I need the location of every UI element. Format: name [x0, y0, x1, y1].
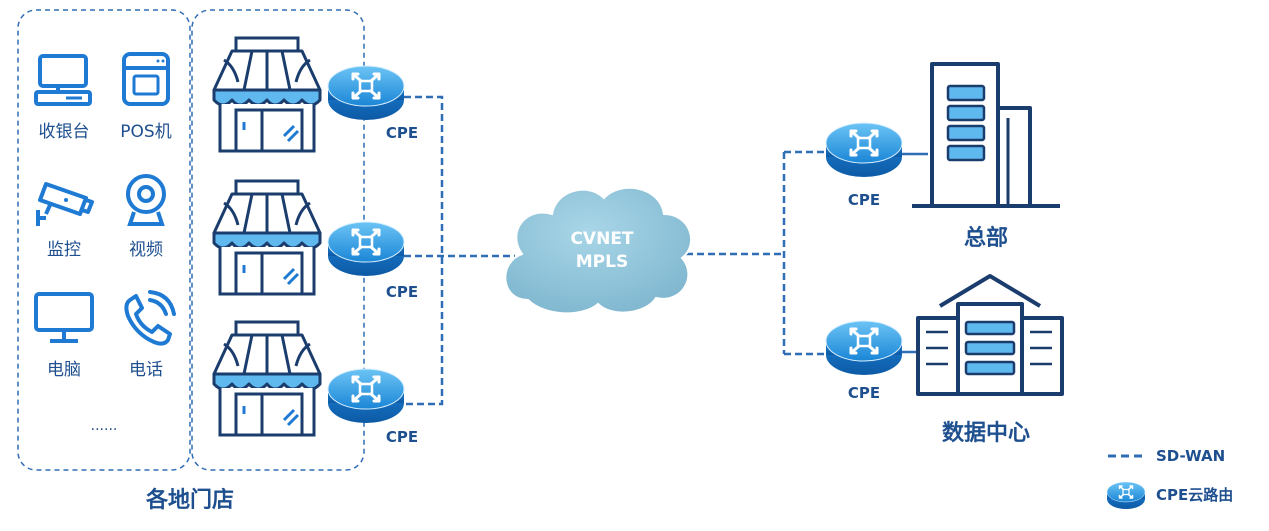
device-group-frame [17, 9, 191, 471]
cpe-label: CPE [848, 191, 880, 209]
monitor-icon [34, 292, 94, 343]
dc-server-bars [964, 320, 1016, 376]
cpe-router-icon [326, 220, 406, 278]
headquarters-building-icon [912, 62, 1060, 208]
cctv-camera-icon [36, 182, 94, 226]
cloud-label-line1: CVNET [570, 229, 633, 249]
branch-group-label: 各地门店 [145, 487, 234, 513]
hq-label: 总部 [964, 225, 1008, 251]
mpls-cloud-icon [504, 186, 693, 315]
storefront-icon [212, 179, 322, 296]
legend-sdwan-label: SD-WAN [1156, 447, 1225, 465]
data-center-label: 数据中心 [942, 420, 1030, 446]
device-label-pos: POS机 [120, 122, 171, 142]
device-label-monitor: 电脑 [47, 360, 81, 380]
storefront-icon [212, 36, 322, 153]
pos-machine-icon [122, 52, 170, 106]
cpe-router-icon [824, 121, 904, 179]
cloud-label-line2: MPLS [576, 252, 628, 272]
cashier-icon [34, 54, 92, 106]
cpe-router-icon [326, 367, 406, 425]
storefront-icon [212, 320, 322, 437]
cpe-label: CPE [386, 283, 418, 301]
hq-window-bars [946, 84, 986, 162]
device-label-cashier: 收银台 [39, 122, 90, 142]
cpe-router-icon [824, 319, 904, 377]
webcam-icon [126, 174, 166, 226]
cpe-label: CPE [848, 384, 880, 402]
sdwan-links [404, 95, 828, 406]
branch-group-frame [191, 9, 365, 471]
phone-icon [124, 290, 176, 346]
cpe-label: CPE [386, 124, 418, 142]
cpe-router-icon [326, 64, 406, 122]
legend-router-icon [1106, 481, 1146, 510]
data-center-building-icon [916, 274, 1064, 396]
legend-router-label: CPE云路由 [1156, 486, 1233, 504]
device-label-webcam: 视频 [129, 240, 163, 260]
device-more-ellipsis: ...... [91, 418, 118, 434]
device-label-cctv: 监控 [47, 240, 81, 260]
device-label-phone: 电话 [129, 360, 163, 380]
cpe-label: CPE [386, 428, 418, 446]
